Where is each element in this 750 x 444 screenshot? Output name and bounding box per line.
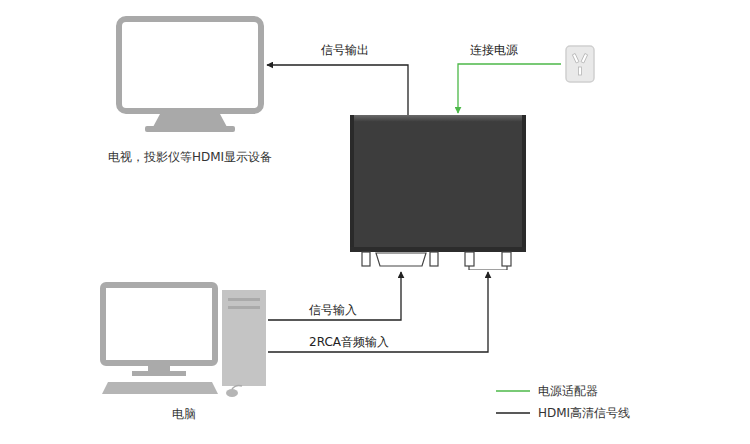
computer-icon — [100, 282, 268, 400]
power-plug-icon — [565, 45, 595, 83]
legend-line-sample — [496, 386, 530, 396]
connector-label: 信号输出 — [318, 42, 372, 58]
computer: 电脑 — [100, 282, 268, 400]
power-outlet — [565, 45, 595, 83]
connector-label: 2RCA音频输入 — [306, 334, 392, 350]
signal-connector — [267, 65, 408, 115]
legend-line-sample — [496, 408, 530, 418]
converter-box — [350, 115, 526, 270]
legend: 电源适配器 HDMI高清信号线 — [496, 380, 630, 424]
connector-label: 连接电源 — [467, 42, 521, 58]
signal-connector — [268, 272, 488, 352]
signal-connector — [268, 272, 401, 320]
display-device: 电视，投影仪等HDMI显示设备 — [115, 15, 265, 137]
legend-row: HDMI高清信号线 — [496, 402, 630, 424]
node-label: 电脑 — [172, 406, 196, 423]
signal-connector — [458, 64, 561, 113]
converter-box — [350, 115, 526, 270]
tv-icon — [115, 15, 265, 137]
legend-label: 电源适配器 — [538, 383, 598, 400]
legend-label: HDMI高清信号线 — [538, 405, 630, 422]
connector-label: 信号输入 — [306, 302, 360, 318]
node-label: 电视，投影仪等HDMI显示设备 — [108, 149, 272, 166]
legend-row: 电源适配器 — [496, 380, 630, 402]
